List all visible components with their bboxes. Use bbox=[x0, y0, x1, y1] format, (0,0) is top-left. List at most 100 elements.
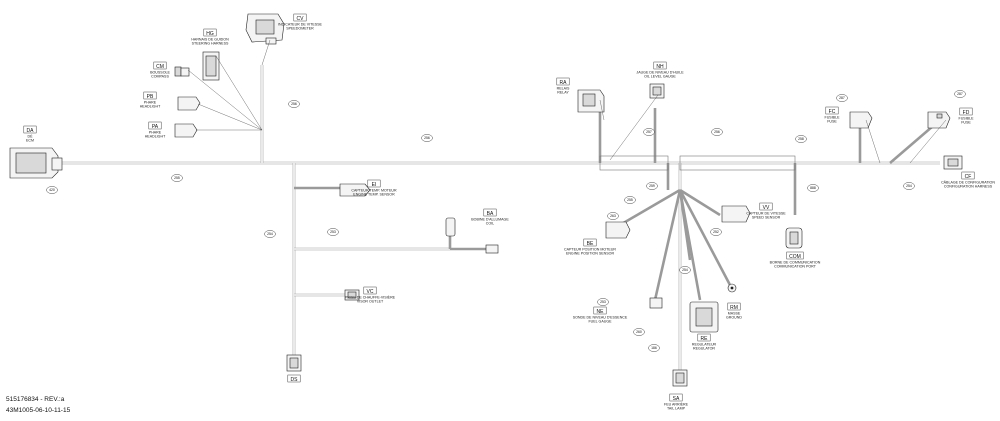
label-code: PA bbox=[152, 124, 159, 130]
reference-bubble: 254 bbox=[264, 230, 276, 238]
label-box bbox=[556, 77, 570, 86]
label-code: DA bbox=[27, 128, 35, 134]
label-description: RELAIS bbox=[557, 87, 570, 91]
bubble-outline bbox=[646, 182, 658, 190]
speedometer-icon bbox=[245, 13, 285, 45]
label-code: HG bbox=[206, 31, 214, 37]
label-description: ENGINE POSITION SENSOR bbox=[566, 252, 615, 256]
bubble-number: 256 bbox=[714, 130, 720, 134]
reference-bubble: 253 bbox=[597, 298, 609, 306]
label-description: GROUND bbox=[726, 316, 742, 320]
label-box bbox=[653, 61, 667, 70]
label-description: FUEL GAUGE bbox=[588, 320, 612, 324]
label-box bbox=[583, 238, 597, 247]
label-code: PB bbox=[147, 94, 154, 100]
part-number: 515176834 - REV.:a bbox=[6, 396, 65, 403]
reference-bubble: 256 bbox=[421, 134, 433, 142]
label-code: FD bbox=[963, 110, 970, 116]
label-description: OIL LEVEL GAUGE bbox=[644, 75, 676, 79]
relay-icon bbox=[577, 89, 605, 113]
label-code: BA bbox=[487, 211, 494, 217]
label-description: SPEED SENSOR bbox=[752, 216, 781, 220]
bubble-outline bbox=[710, 228, 722, 236]
label-box bbox=[593, 306, 607, 315]
label-code: COM bbox=[789, 254, 801, 260]
label-description: SPEEDOMETER bbox=[286, 27, 314, 31]
bubble-outline bbox=[633, 328, 645, 336]
bubble-number: 253 bbox=[600, 300, 606, 304]
label-code: EI bbox=[372, 182, 377, 188]
bubble-outline bbox=[648, 344, 660, 352]
components-graphics bbox=[9, 13, 963, 387]
reference-bubble: 186 bbox=[648, 344, 660, 352]
label-description: FUSE bbox=[827, 120, 837, 124]
label-description: JAUGE DE NIVEAU D'HUILE bbox=[636, 71, 684, 75]
bubble-number: 287 bbox=[839, 96, 845, 100]
label-description: SONDE DE NIVEAU D'ESSENCE bbox=[573, 316, 628, 320]
label-description: INDICATEUR DE VITESSE bbox=[278, 23, 322, 27]
label-description: HEADLIGHT bbox=[145, 135, 166, 139]
label-box bbox=[367, 179, 381, 188]
label-box bbox=[148, 121, 162, 130]
bubble-number: 420 bbox=[49, 188, 55, 192]
ds-connector-icon bbox=[286, 354, 302, 372]
reference-bubble: 257 bbox=[643, 128, 655, 136]
reference-bubble: 287 bbox=[954, 90, 966, 98]
bubble-outline bbox=[795, 135, 807, 143]
reference-bubble: 888 bbox=[807, 184, 819, 192]
label-description: BOUSSOLE bbox=[150, 71, 170, 75]
label-box bbox=[143, 91, 157, 100]
bubble-number: 260 bbox=[636, 330, 642, 334]
bubble-outline bbox=[171, 174, 183, 182]
bubble-number: 255 bbox=[627, 198, 633, 202]
tail-lamp-connector-icon bbox=[672, 369, 688, 387]
label-box bbox=[825, 106, 839, 115]
engine-temp-sensor-icon bbox=[339, 183, 371, 197]
label-description: ECM bbox=[26, 139, 34, 143]
label-description: FUSIBLE bbox=[825, 116, 841, 120]
label-description: RELAY bbox=[557, 91, 569, 95]
label-description: REGULATEUR bbox=[692, 343, 717, 347]
leader-lines bbox=[187, 39, 947, 164]
bubble-number: 259 bbox=[649, 184, 655, 188]
bubble-outline bbox=[679, 266, 691, 274]
label-code: CF bbox=[965, 174, 972, 180]
fuse-d-icon bbox=[927, 111, 951, 129]
label-description: FUSE bbox=[961, 121, 971, 125]
label-code: RA bbox=[560, 80, 568, 86]
label-box bbox=[727, 302, 741, 311]
label-box bbox=[363, 286, 377, 295]
reference-bubble: 252 bbox=[710, 228, 722, 236]
label-description: PHARE bbox=[149, 131, 162, 135]
bubble-outline bbox=[607, 212, 619, 220]
bubble-outline bbox=[327, 228, 339, 236]
fuel-gauge-connector-icon bbox=[649, 297, 663, 309]
compass-connector-icon bbox=[174, 66, 190, 77]
label-description: CÂBLAGE DE CONFIGURATION bbox=[941, 181, 995, 185]
bubble-number: 258 bbox=[798, 137, 804, 141]
ground-terminal-icon bbox=[727, 283, 737, 293]
reference-bubble: 255 bbox=[624, 196, 636, 204]
label-box bbox=[759, 202, 773, 211]
label-description: FUSIBLE bbox=[959, 117, 975, 121]
bubble-outline bbox=[903, 182, 915, 190]
label-description: CONFIGURATION HARNESS bbox=[944, 185, 993, 189]
reference-bubble: 260 bbox=[633, 328, 645, 336]
label-code: NH bbox=[656, 64, 664, 70]
bubble-number: 252 bbox=[713, 230, 719, 234]
label-description: CAPTEUR TEMP. MOTEUR bbox=[351, 189, 397, 193]
label-box bbox=[669, 393, 683, 402]
